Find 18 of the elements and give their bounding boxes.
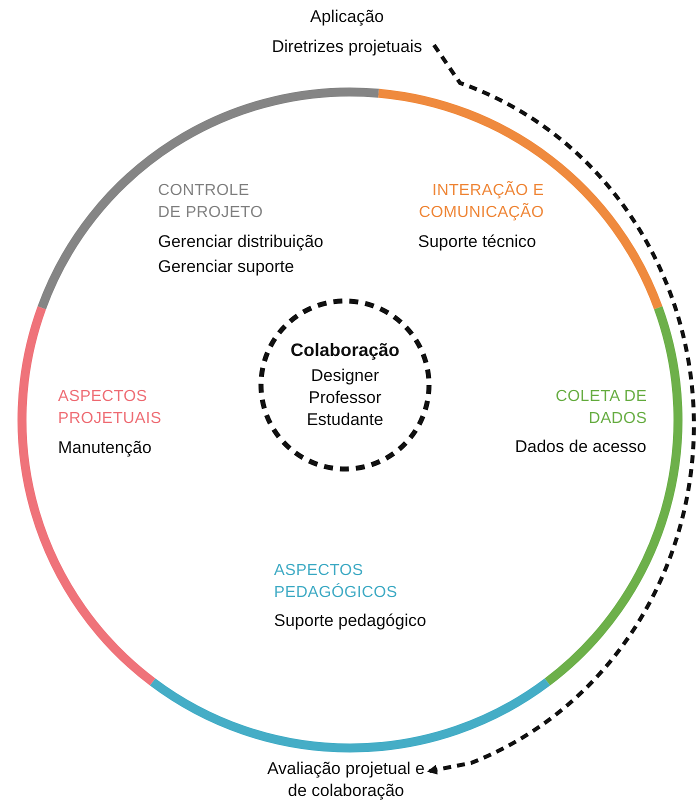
section-heading: INTERAÇÃO E COMUNICAÇÃO: [418, 180, 544, 223]
stage-title: Aplicação: [309, 6, 385, 28]
section-item: Dados de acesso: [515, 436, 648, 458]
dashed-circle: [258, 298, 432, 472]
section-item: Suporte técnico: [418, 231, 538, 253]
section-item: Gerenciar distribuição: [158, 231, 324, 253]
section-heading: COLETA DE DADOS: [554, 387, 647, 429]
stage-text: Avaliação projetual e de colaboração: [266, 758, 426, 802]
section-heading: CONTROLE DE PROJETO: [158, 181, 264, 223]
role-list: Designer Professor Estudante: [298, 365, 392, 431]
stage-text: Diretrizes projetuais: [270, 36, 424, 58]
section-item: Suporte pedagógico: [274, 610, 428, 632]
section-heading: ASPECTOS PEDAGÓGICOS: [274, 561, 398, 603]
dashed-arrow: [427, 44, 696, 775]
section-heading: ASPECTOS PROJETUAIS: [58, 387, 162, 429]
section-item: Manutenção: [58, 437, 153, 459]
section-item: Gerenciar suporte: [158, 256, 296, 278]
center-title: Colaboração: [289, 339, 401, 361]
